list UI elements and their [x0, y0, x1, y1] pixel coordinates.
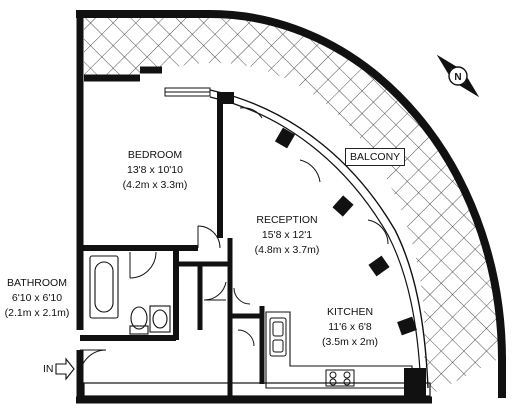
- kitchen-metric: (3.5m x 2m): [321, 336, 378, 348]
- reception-metric: (4.8m x 3.7m): [254, 244, 320, 256]
- bottom-slab: [83, 382, 431, 397]
- reception-name: RECEPTION: [256, 214, 318, 226]
- bathroom-imperial: 6'10 x 6'10: [11, 292, 63, 304]
- kitchen-corner-pier: [404, 368, 426, 396]
- bathroom-name: BATHROOM: [7, 277, 67, 289]
- compass-letter: N: [454, 72, 461, 83]
- hall-doors: [203, 281, 255, 347]
- washbasin-icon: [149, 305, 171, 333]
- bedroom-label: BEDROOM 13'8 x 10'10 (4.2m x 3.3m): [100, 148, 210, 193]
- toilet-icon: [129, 306, 149, 335]
- balcony-outer-wall: [76, 10, 506, 361]
- bedroom-name: BEDROOM: [127, 149, 183, 161]
- kitchen-label: KITCHEN 11'6 x 6'8 (3.5m x 2m): [300, 305, 400, 350]
- kitchen-worktop: [265, 311, 413, 389]
- curtain-wall: [209, 89, 429, 389]
- reception-imperial: 15'8 x 12'1: [261, 229, 313, 241]
- bedroom-door: [197, 225, 221, 249]
- apartment-walls: [76, 10, 432, 404]
- entrance-door: [79, 349, 107, 377]
- bathroom-door: [129, 251, 157, 279]
- bathroom-metric: (2.1m x 2.1m): [4, 307, 70, 319]
- curtain-wall-piers: [222, 92, 417, 336]
- bathroom-walls: [80, 248, 179, 341]
- bedroom-imperial: 13'8 x 10'10: [127, 164, 183, 176]
- bathtub-icon: [89, 255, 119, 319]
- kitchen-sink-icon: [269, 317, 287, 357]
- entrance-arrow-icon: [55, 357, 75, 381]
- balcony-area: [84, 13, 500, 395]
- bedroom-window: [164, 87, 211, 97]
- kitchen-name: KITCHEN: [326, 306, 374, 318]
- kitchen-imperial: 11'6 x 6'8: [328, 321, 372, 333]
- bedroom-metric: (4.2m x 3.3m): [122, 179, 188, 191]
- compass-icon: [436, 54, 480, 98]
- hall-walls: [176, 238, 265, 400]
- bathroom-label: BATHROOM 6'10 x 6'10 (2.1m x 2.1m): [0, 276, 74, 321]
- balcony-label: BALCONY: [345, 148, 406, 166]
- balcony-doors: [239, 107, 389, 245]
- entrance-label: IN: [43, 363, 54, 375]
- hob-icon: [325, 369, 355, 387]
- reception-label: RECEPTION 15'8 x 12'1 (4.8m x 3.7m): [230, 213, 344, 258]
